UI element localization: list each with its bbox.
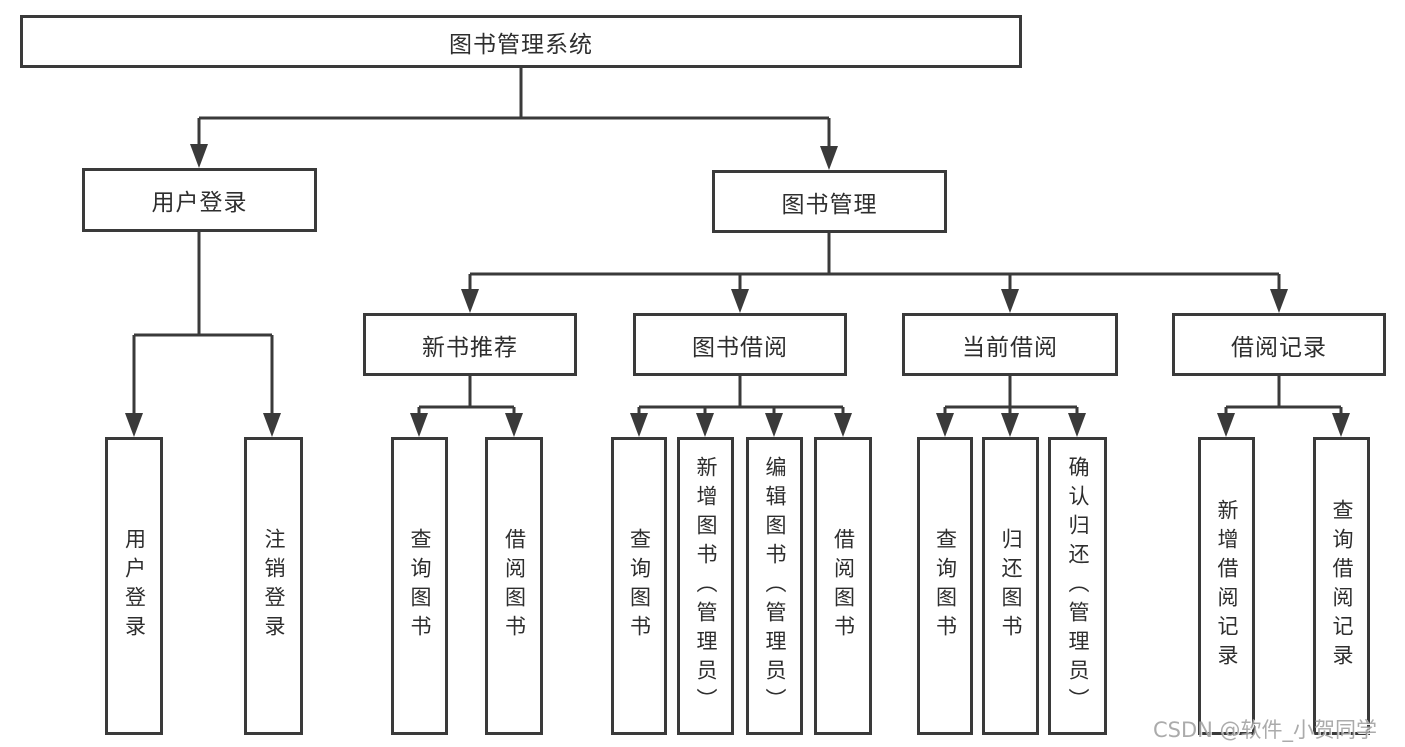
leaf-return-book-label: 归还图书 [999, 528, 1023, 644]
leaf-query-book-2-label: 查询图书 [627, 528, 652, 644]
node-current-borrow-label: 当前借阅 [962, 334, 1058, 361]
node-book-management: 图书管理 [712, 170, 947, 233]
node-book-borrow: 图书借阅 [633, 313, 847, 376]
leaf-borrow-book-1-label: 借阅图书 [502, 528, 527, 644]
node-borrow-record-label: 借阅记录 [1231, 334, 1327, 361]
csdn-watermark: CSDN @软件_小贺同学 [1153, 718, 1378, 742]
leaf-query-book-3: 查询图书 [917, 437, 973, 735]
leaf-return-book: 归还图书 [982, 437, 1039, 735]
leaf-query-borrow-record-label: 查询借阅记录 [1330, 499, 1354, 673]
leaf-query-borrow-record: 查询借阅记录 [1313, 437, 1370, 735]
leaf-query-book-1: 查询图书 [391, 437, 448, 735]
leaf-confirm-return-admin-label: 确认归还（管理员） [1066, 455, 1090, 717]
leaf-add-borrow-record: 新增借阅记录 [1198, 437, 1255, 735]
leaf-logout: 注销登录 [244, 437, 303, 735]
leaf-query-book-3-label: 查询图书 [933, 528, 958, 644]
leaf-add-book-admin: 新增图书（管理员） [677, 437, 734, 735]
leaf-add-borrow-record-label: 新增借阅记录 [1215, 499, 1239, 673]
leaf-user-login: 用户登录 [105, 437, 163, 735]
arrowhead-icons [125, 144, 1350, 437]
leaf-borrow-book-2-label: 借阅图书 [831, 528, 856, 644]
leaf-query-book-2: 查询图书 [611, 437, 667, 735]
node-borrow-record: 借阅记录 [1172, 313, 1386, 376]
node-user-login-label: 用户登录 [151, 190, 248, 216]
leaf-borrow-book-2: 借阅图书 [814, 437, 872, 735]
node-root-label: 图书管理系统 [449, 31, 593, 58]
node-book-management-label: 图书管理 [781, 191, 878, 218]
node-new-book-recommend-label: 新书推荐 [422, 334, 518, 361]
leaf-logout-label: 注销登录 [262, 528, 286, 644]
node-current-borrow: 当前借阅 [902, 313, 1118, 376]
node-user-login: 用户登录 [82, 168, 317, 232]
leaf-user-login-label: 用户登录 [122, 528, 147, 644]
node-new-book-recommend: 新书推荐 [363, 313, 577, 376]
leaf-add-book-admin-label: 新增图书（管理员） [694, 455, 718, 717]
leaf-confirm-return-admin: 确认归还（管理员） [1048, 437, 1107, 735]
node-book-borrow-label: 图书借阅 [692, 334, 788, 361]
leaf-query-book-1-label: 查询图书 [408, 528, 432, 644]
leaf-edit-book-admin-label: 编辑图书（管理员） [763, 455, 787, 717]
leaf-edit-book-admin: 编辑图书（管理员） [746, 437, 803, 735]
leaf-borrow-book-1: 借阅图书 [485, 437, 543, 735]
node-root: 图书管理系统 [20, 15, 1022, 68]
